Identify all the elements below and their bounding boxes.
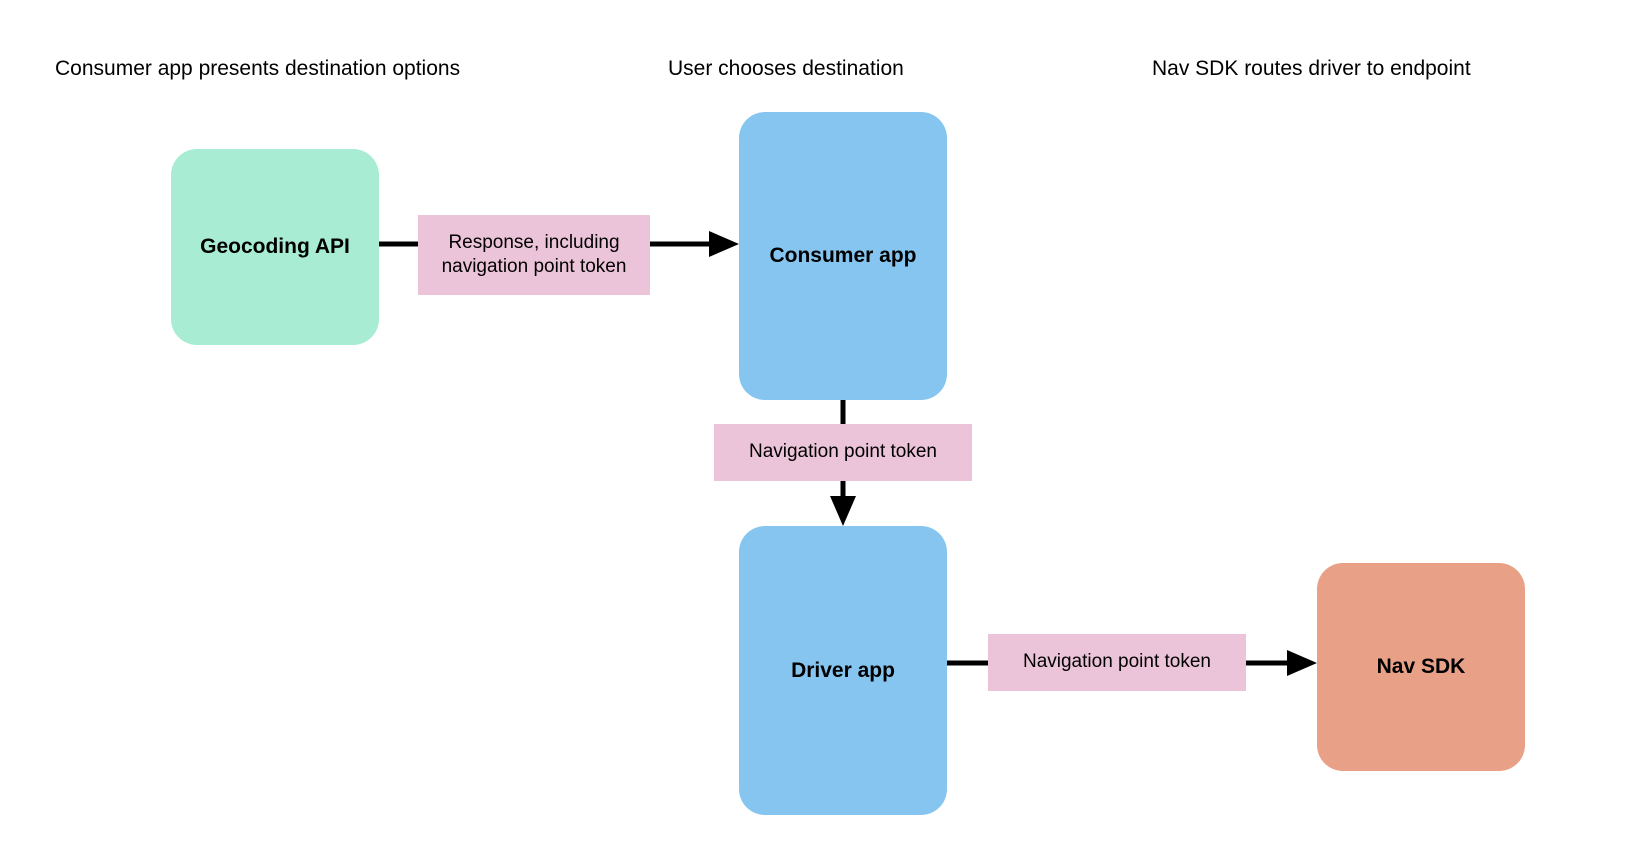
- node-driver-app[interactable]: Driver app: [739, 526, 947, 815]
- node-nav-sdk[interactable]: Nav SDK: [1317, 563, 1525, 771]
- node-geocoding-api[interactable]: Geocoding API: [171, 149, 379, 345]
- column-heading-nav-sdk-routes: Nav SDK routes driver to endpoint: [1152, 57, 1471, 80]
- edge-label-text-response-token: Response, including navigation point tok…: [441, 231, 627, 277]
- node-label-geocoding-api: Geocoding API: [200, 235, 350, 259]
- node-consumer-app[interactable]: Consumer app: [739, 112, 947, 400]
- node-label-consumer-app: Consumer app: [769, 244, 917, 268]
- edge-label-navigation-point-token-horizontal: Navigation point token: [988, 634, 1246, 691]
- edge-label-response-including-navigation-point-token: Response, including navigation point tok…: [418, 215, 650, 295]
- edge-label-text-nav-token-horizontal: Navigation point token: [1022, 651, 1211, 673]
- edge-label-text-nav-token-vertical: Navigation point token: [748, 441, 937, 463]
- node-label-nav-sdk: Nav SDK: [1376, 655, 1466, 679]
- node-label-driver-app: Driver app: [791, 658, 895, 682]
- edge-label-navigation-point-token-vertical: Navigation point token: [714, 424, 972, 481]
- column-heading-consumer-app: Consumer app presents destination option…: [55, 57, 461, 80]
- column-heading-user-chooses: User chooses destination: [668, 57, 904, 80]
